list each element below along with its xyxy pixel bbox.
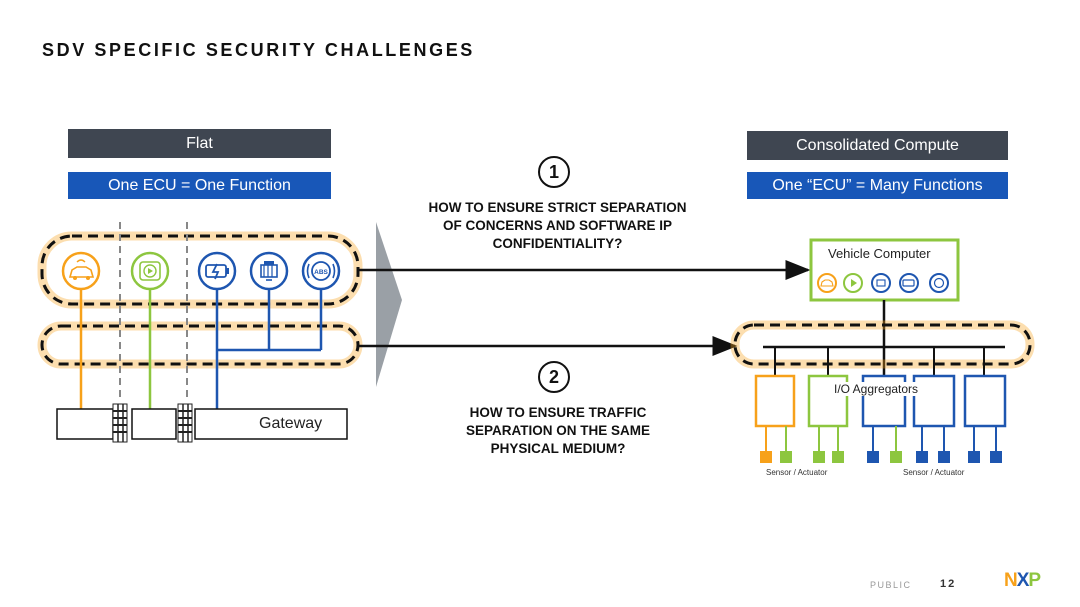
connected-car-icon: [817, 273, 837, 293]
transition-chevron: [376, 222, 402, 387]
nxp-logo: NXP: [1004, 570, 1042, 590]
engine-icon: [871, 273, 891, 293]
io-aggregator-blue-2: [912, 374, 956, 428]
vehicle-computer-label: Vehicle Computer: [828, 246, 931, 261]
svg-text:ABS: ABS: [314, 269, 328, 276]
gateway-segment-1: [56, 408, 114, 440]
sensor-actuator-label-right: Sensor / Actuator: [903, 468, 965, 477]
flat-subheader: One ECU = One Function: [68, 172, 331, 199]
svg-text:NXP: NXP: [1004, 570, 1041, 590]
infotainment-play-icon: [130, 251, 170, 291]
battery-charge-icon: [899, 273, 919, 293]
firewall-icon: [177, 403, 193, 443]
challenge-1-text: HOW TO ENSURE STRICT SEPARATION OF CONCE…: [428, 200, 687, 251]
sensor-wires: [765, 426, 997, 452]
battery-charge-icon: [197, 251, 237, 291]
connected-car-icon: [61, 251, 101, 291]
io-aggregators-label: I/O Aggregators: [833, 382, 920, 396]
slide-title: SDV SPECIFIC SECURITY CHALLENGES: [42, 40, 475, 60]
gateway-segment-2: [131, 408, 177, 440]
network-group-glow: [37, 321, 363, 369]
infotainment-play-icon: [843, 273, 863, 293]
network-group-outline: [40, 324, 360, 366]
page-number: 12: [940, 578, 957, 590]
challenge-1-number: 1: [538, 156, 570, 188]
flat-header: Flat: [68, 129, 331, 158]
challenge-2-number: 2: [538, 361, 570, 393]
io-aggregator-orange: [754, 374, 796, 428]
firewall-icon: [112, 403, 128, 443]
consolidated-header: Consolidated Compute: [747, 131, 1008, 160]
abs-brake-icon: [929, 273, 949, 293]
io-aggregator-blue-3: [963, 374, 1007, 428]
sensor-actuator-label-left: Sensor / Actuator: [766, 468, 828, 477]
classification-label: PUBLIC: [870, 580, 912, 590]
gateway-label: Gateway: [259, 415, 323, 432]
sensor-actuator-nodes: [760, 451, 1002, 463]
gateway-box: [194, 408, 348, 440]
right-network-outline: [733, 323, 1032, 366]
ecu-group-outline: [40, 234, 360, 306]
challenge-2-text: HOW TO ENSURE TRAFFIC SEPARATION ON THE …: [465, 405, 650, 456]
right-network-glow: [730, 320, 1035, 369]
engine-icon: [249, 251, 289, 291]
consolidated-subheader: One “ECU” = Many Functions: [747, 172, 1008, 199]
abs-brake-icon: ABS: [301, 251, 341, 291]
io-aggregator-green: [807, 374, 849, 428]
